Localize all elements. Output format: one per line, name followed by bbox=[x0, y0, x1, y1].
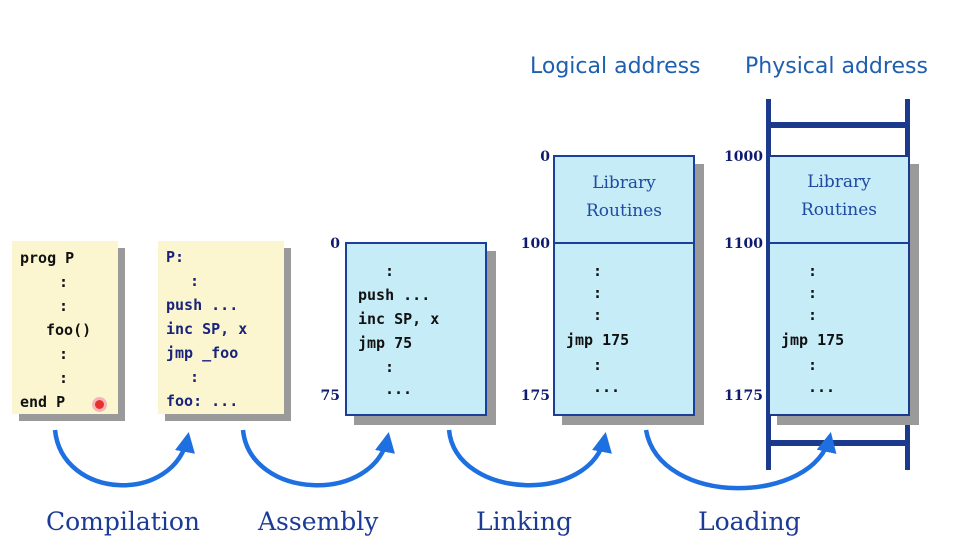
physical-line: ... bbox=[808, 378, 836, 396]
logical-memory-box: Library Routines : : : jmp 175 : ... bbox=[553, 155, 695, 416]
library-divider bbox=[555, 242, 693, 244]
physical-memory-box: Library Routines : : : jmp 175 : ... bbox=[768, 155, 910, 416]
physical-line: : bbox=[808, 306, 818, 324]
loading-arrow bbox=[643, 429, 837, 491]
source-line: : bbox=[59, 369, 69, 387]
object-line: inc SP, x bbox=[358, 310, 440, 328]
source-line: foo() bbox=[46, 321, 92, 339]
logical-line: : bbox=[593, 262, 603, 280]
assembly-line: jmp _foo bbox=[166, 344, 239, 362]
assembly-program-box: P: : push ... inc SP, x jmp _foo : foo: … bbox=[158, 241, 284, 414]
assembly-line: inc SP, x bbox=[166, 320, 248, 338]
assembly-line: P: bbox=[166, 248, 185, 266]
physical-line: : bbox=[808, 356, 818, 374]
memory-bar-top bbox=[766, 122, 910, 128]
library-routines-label: Library Routines bbox=[770, 168, 908, 224]
physical-line: jmp 175 bbox=[781, 331, 845, 349]
compilation-arrow bbox=[52, 429, 195, 488]
library-routines-label: Library Routines bbox=[555, 169, 693, 225]
object-line: jmp 75 bbox=[358, 334, 413, 352]
assembly-line: : bbox=[190, 368, 200, 386]
linking-arrow bbox=[446, 429, 612, 488]
object-line: : bbox=[385, 358, 395, 376]
loading-label: Loading bbox=[698, 507, 801, 536]
assembly-line: push ... bbox=[166, 296, 239, 314]
source-line: prog P bbox=[20, 249, 75, 267]
physical-line: : bbox=[808, 284, 818, 302]
physical-address-1100: 1100 bbox=[724, 236, 763, 252]
assembly-label: Assembly bbox=[258, 507, 379, 536]
cursor-indicator bbox=[95, 400, 104, 409]
library-line: Library bbox=[807, 172, 871, 192]
assembly-arrow bbox=[240, 429, 395, 488]
object-address-75: 75 bbox=[320, 388, 340, 404]
assembly-line: : bbox=[190, 272, 200, 290]
library-line: Library bbox=[592, 173, 656, 193]
logical-address-175: 175 bbox=[520, 388, 550, 404]
object-module-box: : push ... inc SP, x jmp 75 : ... bbox=[345, 242, 487, 416]
logical-line: jmp 175 bbox=[566, 331, 630, 349]
compilation-label: Compilation bbox=[46, 507, 200, 536]
object-line: : bbox=[385, 262, 395, 280]
object-line: ... bbox=[385, 380, 413, 398]
object-address-0: 0 bbox=[330, 236, 340, 252]
logical-address-label: Logical address bbox=[530, 54, 701, 79]
physical-address-label: Physical address bbox=[745, 54, 928, 79]
source-line: end P bbox=[20, 393, 66, 411]
logical-line: : bbox=[593, 284, 603, 302]
linking-label: Linking bbox=[476, 507, 572, 536]
assembly-line: foo: ... bbox=[166, 392, 239, 410]
memory-bar-bottom bbox=[766, 440, 910, 446]
logical-address-100: 100 bbox=[520, 236, 550, 252]
logical-line: : bbox=[593, 306, 603, 324]
logical-line: : bbox=[593, 356, 603, 374]
source-line: : bbox=[59, 273, 69, 291]
library-line: Routines bbox=[801, 200, 877, 220]
library-line: Routines bbox=[586, 201, 662, 221]
physical-address-1175: 1175 bbox=[724, 388, 763, 404]
logical-line: ... bbox=[593, 378, 621, 396]
physical-line: : bbox=[808, 262, 818, 280]
logical-address-0: 0 bbox=[540, 149, 550, 165]
source-line: : bbox=[59, 297, 69, 315]
library-divider bbox=[770, 242, 908, 244]
source-program-box: prog P : : foo() : : end P bbox=[12, 241, 118, 414]
source-line: : bbox=[59, 345, 69, 363]
physical-address-1000: 1000 bbox=[724, 149, 763, 165]
object-line: push ... bbox=[358, 286, 431, 304]
